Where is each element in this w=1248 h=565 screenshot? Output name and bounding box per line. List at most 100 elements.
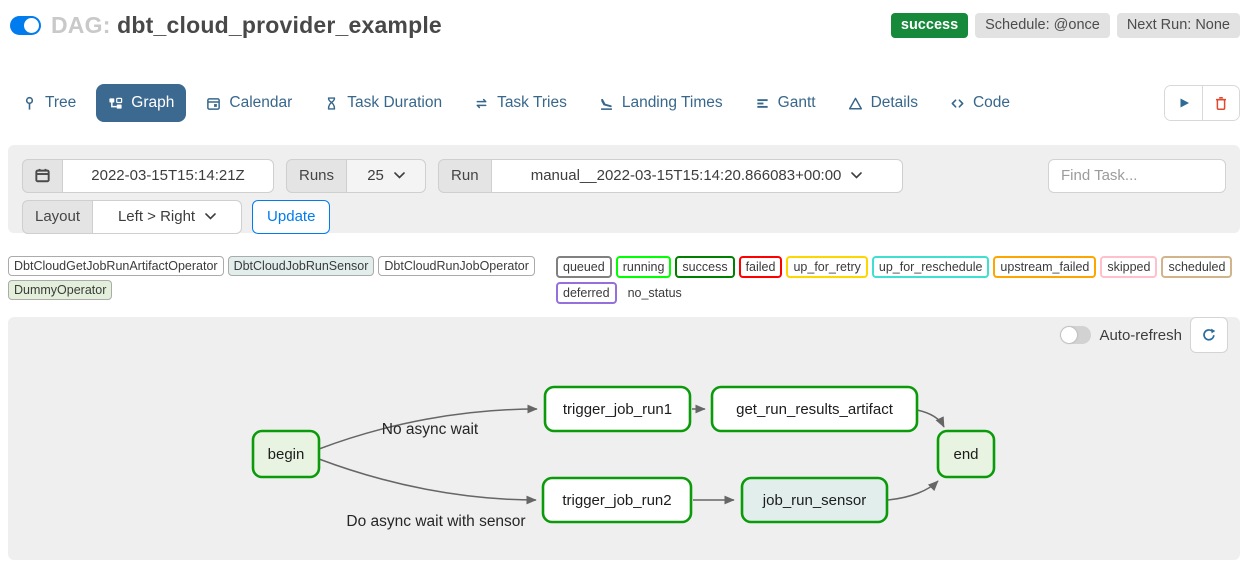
run-group: Run manual__2022-03-15T15:14:20.866083+0… [438,158,903,193]
tab-label: Calendar [229,94,293,111]
filter-panel: Runs 25 Run manual__2022-03-15T15:14:20.… [8,145,1240,234]
run-label: Run [438,158,492,193]
node-label: job_run_sensor [762,492,866,509]
trash-icon [1213,95,1229,111]
node-box[interactable] [936,429,996,479]
layout-value: Left > Right [117,208,196,225]
tab-task-duration[interactable]: Task Duration [312,84,454,122]
status-chip-scheduled[interactable]: scheduled [1161,256,1233,278]
tab-label: Task Tries [497,94,567,111]
tab-gantt[interactable]: Gantt [743,84,828,122]
dag-actions [1164,85,1240,121]
tab-label: Code [972,94,1011,111]
chevron-down-icon [205,213,216,220]
node-box[interactable] [710,385,919,433]
tab-details[interactable]: Details [836,84,930,122]
tab-graph[interactable]: Graph [96,84,187,122]
graph-node-trigger_job_run1[interactable]: trigger_job_run1 [543,385,692,433]
graph-node-job_run_sensor[interactable]: job_run_sensor [740,476,889,524]
tab-label: Details [870,94,918,111]
update-button[interactable]: Update [252,199,331,234]
tab-label: Tree [45,94,77,111]
status-chip-up-for-reschedule[interactable]: up_for_reschedule [871,256,990,278]
graph-panel: Auto-refresh begin trigger_job_run1 get_ru… [8,317,1240,560]
runs-label: Runs [286,158,348,193]
tab-task-tries[interactable]: Task Tries [462,84,579,122]
tab-landing-times[interactable]: Landing Times [587,84,735,122]
operator-chip-dummyoperator: DummyOperator [8,280,113,300]
tree-icon [22,96,37,111]
graph-node-end[interactable]: end [936,429,996,479]
delete-dag-button[interactable] [1202,86,1239,120]
gantt-icon [755,96,770,111]
play-icon [1176,95,1192,111]
tab-label: Graph [131,94,175,111]
chevron-down-icon [851,172,863,179]
next-run-badge: Next Run: None [1116,13,1240,38]
graph-node-begin[interactable]: begin [251,429,321,479]
node-label: get_run_results_artifact [736,401,894,418]
runs-select[interactable]: 25 [346,158,427,193]
status-chip-no-status[interactable]: no_status [627,286,682,300]
edge-label: Do async wait with sensor [346,513,525,530]
landing-icon [599,96,614,111]
node-box[interactable] [740,476,889,524]
details-icon [848,96,863,111]
tab-label: Landing Times [621,94,723,111]
tab-code[interactable]: Code [938,84,1022,122]
status-chip-queued[interactable]: queued [556,256,612,278]
dag-pause-toggle[interactable] [10,16,41,35]
base-date-calendar-button[interactable] [22,158,63,193]
status-chip-running[interactable]: running [615,256,672,278]
status-chip-failed[interactable]: failed [738,256,783,278]
toggle-knob [1061,327,1078,343]
status-chip-up-for-retry[interactable]: up_for_retry [786,256,868,278]
node-box[interactable] [543,385,692,433]
tab-label: Gantt [777,94,816,111]
filter-row-1: Runs 25 Run manual__2022-03-15T15:14:20.… [22,158,1226,193]
layout-label: Layout [22,199,94,234]
base-date-input[interactable] [62,158,274,193]
edge-label: No async wait [382,421,479,438]
status-chip-upstream-failed[interactable]: upstream_failed [993,256,1097,278]
auto-refresh-toggle[interactable] [1060,326,1092,344]
find-task-input[interactable] [1048,158,1226,193]
schedule-badge: Schedule: @once [975,13,1110,38]
operator-chip-dbtcloudjobrunsensor: DbtCloudJobRunSensor [227,256,375,276]
graph-node-get_run_results_artifact[interactable]: get_run_results_artifact [710,385,919,433]
trigger-dag-button[interactable] [1165,86,1202,120]
node-label: trigger_job_run2 [562,492,671,509]
graph-node-trigger_job_run2[interactable]: trigger_job_run2 [541,476,693,524]
operator-chip-dbtcloudgetjobrunartifactoperator: DbtCloudGetJobRunArtifactOperator [8,256,224,276]
tab-calendar[interactable]: Calendar [194,84,304,122]
status-badge: success [890,13,969,38]
refresh-button[interactable] [1190,317,1228,353]
edge-begin-to-trigger_job_run2 [318,458,537,505]
base-date-group [22,158,274,193]
tab-tree[interactable]: Tree [10,84,88,122]
status-chip-deferred[interactable]: deferred [556,282,617,304]
refresh-icon [1201,327,1217,343]
tab-label: Task Duration [347,94,443,111]
toggle-knob [24,18,39,33]
calendar-picker-icon [34,167,51,184]
node-label: end [953,446,978,463]
node-box[interactable] [251,429,321,479]
layout-select[interactable]: Left > Right [92,199,243,234]
status-chip-skipped[interactable]: skipped [1100,256,1158,278]
dag-header: DAG: dbt_cloud_provider_example success … [10,12,1240,39]
calendar-icon [206,96,221,111]
node-box[interactable] [541,476,693,524]
auto-refresh-control: Auto-refresh [1060,326,1182,344]
node-label: trigger_job_run1 [563,401,672,418]
code-icon [950,96,965,111]
status-chip-success[interactable]: success [675,256,735,278]
header-badges: success Schedule: @once Next Run: None [890,13,1240,38]
runs-group: Runs 25 [286,158,427,193]
run-select[interactable]: manual__2022-03-15T15:14:20.866083+00:00 [490,158,903,193]
view-tabs: Tree Graph Calendar Task Duration Task Tries… [10,84,1022,122]
